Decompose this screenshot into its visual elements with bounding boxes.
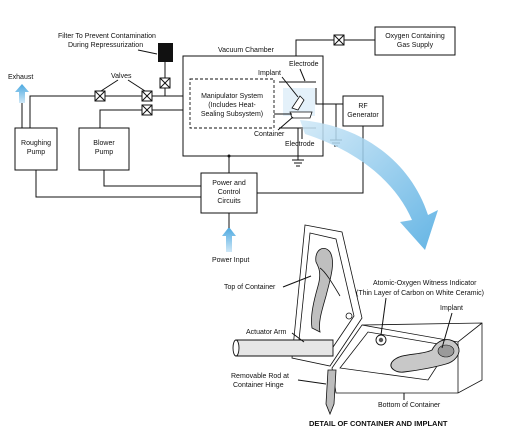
implant-head-shape	[437, 344, 455, 358]
oxygen-supply-label-1: Oxygen Containing	[385, 33, 445, 40]
witness-indicator-leader	[380, 297, 387, 336]
witness-indicator-label-1: Atomic-Oxygen Witness Indicator	[373, 280, 477, 287]
container-top-leader	[277, 116, 294, 131]
valve-left-icon	[94, 90, 106, 102]
power-input-label: Power Input	[212, 257, 249, 264]
exhaust-label: Exhaust	[8, 74, 33, 81]
wire-roughing-control	[35, 170, 201, 198]
power-control-box	[200, 172, 258, 214]
blower-vacuum-pipe	[99, 109, 183, 128]
electrode-bottom-label: Electrode	[285, 141, 315, 148]
manipulator-label-1: Manipulator System	[201, 93, 263, 100]
implant-detail-leader	[441, 312, 453, 349]
rf-generator-label-2: Generator	[347, 112, 379, 119]
top-of-container-leader	[282, 275, 312, 288]
implant-top-leader	[281, 76, 299, 98]
oxygen-pipe	[295, 39, 375, 56]
valve-mid-icon	[141, 90, 153, 102]
oxygen-supply-label-2: Gas Supply	[397, 42, 434, 49]
top-of-container-label: Top of Container	[224, 284, 276, 291]
filter-valve-icon	[159, 77, 171, 89]
top-cavity-shape	[311, 248, 333, 333]
blower-pump-box	[78, 127, 130, 171]
witness-indicator-label-2: (Thin Layer of Carbon on White Ceramic)	[356, 290, 484, 297]
filter-label-2: During Repressurization	[68, 42, 143, 49]
manipulator-label-3: Sealing Subsystem)	[201, 111, 263, 118]
manipulator-label-2: (Includes Heat-	[208, 102, 256, 109]
container-shape	[289, 111, 313, 119]
container-top-label: Container	[254, 131, 285, 138]
exhaust-arrow-icon	[15, 84, 29, 103]
filter-label-1: Filter To Prevent Contamination	[58, 33, 156, 40]
filter-leader	[137, 49, 158, 55]
actuator-arm-leader	[291, 332, 305, 343]
container-top-lid	[291, 224, 363, 367]
container-top-inner	[297, 232, 355, 357]
top-cavity-rib	[319, 267, 341, 297]
roughing-pump-label-1: Roughing	[21, 140, 51, 147]
valve-right-icon	[141, 104, 153, 116]
power-control-label-3: Circuits	[217, 198, 241, 205]
rf-to-top-electrode	[315, 88, 343, 105]
electrode-top-label: Electrode	[289, 61, 319, 68]
junction-dot	[227, 154, 231, 158]
manipulator-box	[189, 78, 275, 129]
electrode-top-leader	[299, 68, 306, 82]
blower-pump-label-1: Blower	[93, 140, 115, 147]
removable-rod-label-1: Removable Rod at	[231, 373, 289, 380]
roughing-pump-label-2: Pump	[27, 149, 45, 156]
hinge-rod-shape	[325, 369, 337, 416]
implant-shape	[291, 95, 305, 111]
oxygen-valve-icon	[333, 34, 345, 46]
ground-symbol-electrode	[292, 159, 304, 167]
valves-label: Valves	[111, 73, 132, 80]
wire-blower-control	[103, 170, 201, 187]
rf-generator-box	[342, 95, 384, 127]
power-control-label-1: Power and	[212, 180, 246, 187]
main-vacuum-pipe	[29, 95, 183, 128]
actuator-arm-end	[232, 339, 240, 357]
roughing-pump-box	[14, 127, 58, 171]
actuator-arm-shape	[235, 339, 334, 357]
blower-pump-label-2: Pump	[95, 149, 113, 156]
removable-rod-leader	[297, 379, 327, 385]
filter-icon	[158, 43, 173, 62]
detail-callout-arrow	[300, 120, 438, 250]
implant-detail-label: Implant	[440, 305, 463, 312]
actuator-arm-label: Actuator Arm	[246, 329, 287, 336]
power-input-arrow-icon	[222, 227, 236, 252]
witness-indicator-carbon	[378, 337, 384, 343]
oxygen-supply-box	[374, 26, 456, 56]
implant-top-label: Implant	[258, 70, 281, 77]
power-control-label-2: Control	[218, 189, 241, 196]
detail-caption: DETAIL OF CONTAINER AND IMPLANT	[309, 419, 448, 428]
vacuum-chamber-label: Vacuum Chamber	[218, 47, 275, 54]
lid-latch-icon	[345, 312, 353, 320]
valves-leader-a	[100, 79, 119, 92]
rf-generator-label-1: RF	[358, 103, 367, 110]
valves-leader-b	[127, 79, 146, 92]
bottom-of-container-label: Bottom of Container	[378, 402, 441, 409]
removable-rod-label-2: Container Hinge	[233, 382, 284, 389]
